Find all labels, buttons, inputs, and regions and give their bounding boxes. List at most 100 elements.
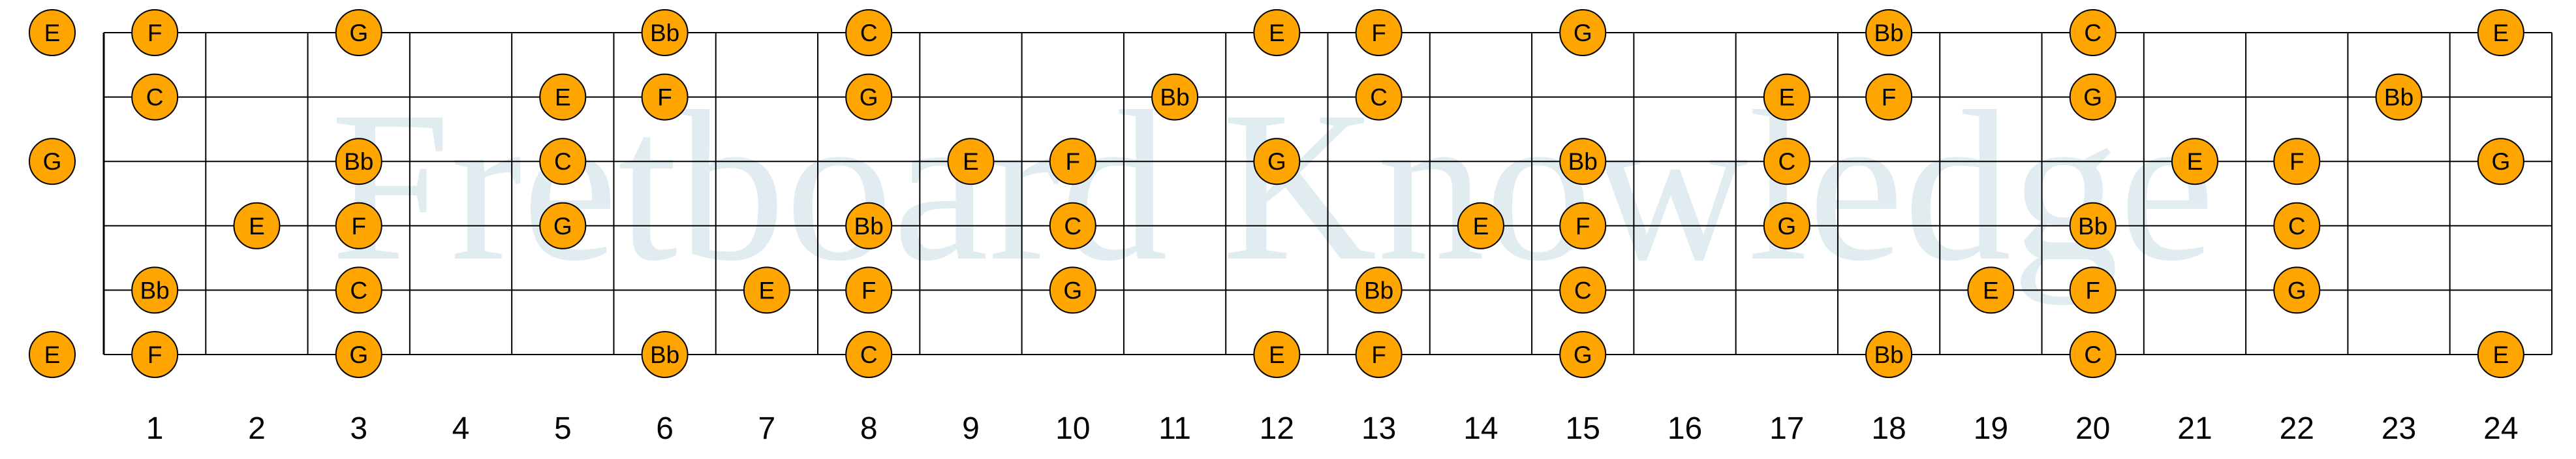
note-label: Bb [140,277,170,304]
fret-number: 15 [1566,411,1600,446]
note-marker: Bb [1559,138,1607,185]
note-marker: G [1253,138,1301,185]
note-label: F [1371,341,1386,368]
note-marker: C [539,138,587,185]
note-circle [2069,266,2117,314]
note-marker: E [1967,266,2015,314]
note-marker: E [1457,202,1504,249]
note-marker: F [1865,73,1913,121]
fret-number: 2 [248,411,266,446]
note-marker: Bb [335,138,382,185]
note-marker: C [2273,202,2321,249]
note-marker: C [845,331,893,378]
note-circle [1865,73,1913,121]
fret-number: 17 [1769,411,1804,446]
note-label: F [2289,148,2304,175]
note-marker: C [1763,138,1810,185]
note-marker: E [233,202,281,249]
note-label: E [2493,341,2509,368]
fret-number: 18 [1871,411,1906,446]
note-circle [1865,9,1913,56]
note-label: G [2288,277,2306,304]
fret-number: 11 [1158,411,1191,446]
note-circle [1763,138,1810,185]
note-circle [539,73,587,121]
note-label: C [2084,341,2102,368]
note-marker: C [1049,202,1096,249]
note-marker: E [1253,331,1301,378]
note-circle [1559,9,1607,56]
note-marker: F [1049,138,1096,185]
note-marker: G [2069,73,2117,121]
note-marker: F [2273,138,2321,185]
note-marker: F [1355,9,1403,56]
note-label: E [44,20,61,46]
note-label: G [2083,84,2102,111]
note-label: E [249,213,265,240]
note-circle [29,138,76,185]
note-label: E [2187,148,2203,175]
fret-number: 5 [554,411,572,446]
note-circle [2375,73,2423,121]
note-circle [641,9,689,56]
note-marker: F [2069,266,2117,314]
note-marker: C [2069,331,2117,378]
note-marker: E [2477,9,2524,56]
note-label: Bb [650,341,679,368]
note-marker: C [2069,9,2117,56]
note-label: Bb [1160,84,1189,111]
note-label: C [1574,277,1592,304]
note-label: E [2493,20,2509,46]
note-circle [845,266,893,314]
note-label: G [349,341,368,368]
note-label: C [1778,148,1795,175]
note-label: C [860,20,878,46]
fret-number: 14 [1463,411,1498,446]
note-label: C [350,277,367,304]
note-circle [1355,266,1403,314]
note-label: G [1777,213,1796,240]
note-marker: G [1559,9,1607,56]
note-label: E [963,148,979,175]
note-label: Bb [2078,213,2107,240]
note-label: Bb [1568,148,1598,175]
note-label: C [146,84,164,111]
note-label: G [349,20,368,46]
note-circle [2273,138,2321,185]
note-marker: F [1355,331,1403,378]
note-marker: G [1763,202,1810,249]
note-label: E [555,84,571,111]
note-circle [845,202,893,249]
note-marker: F [335,202,382,249]
note-circle [743,266,790,314]
note-marker: G [539,202,587,249]
note-circle [131,331,179,378]
note-label: E [1269,341,1285,368]
note-marker: Bb [641,331,689,378]
note-circle [1355,331,1403,378]
note-circle [1559,138,1607,185]
note-circle [2069,9,2117,56]
note-circle [1049,138,1096,185]
note-label: G [1267,148,1286,175]
note-marker: Bb [845,202,893,249]
note-circle [845,73,893,121]
fret-number: 24 [2483,411,2518,446]
note-circle [1253,9,1301,56]
note-circle [29,331,76,378]
note-circle [131,266,179,314]
note-marker: G [1049,266,1096,314]
note-marker: F [1559,202,1607,249]
note-label: C [1064,213,1081,240]
note-circle [1763,73,1810,121]
note-circle [2273,266,2321,314]
note-circle [641,73,689,121]
note-label: C [554,148,572,175]
note-label: G [1574,20,1592,46]
fret-number: 10 [1055,411,1090,446]
note-marker: E [2477,331,2524,378]
note-circle [2069,73,2117,121]
